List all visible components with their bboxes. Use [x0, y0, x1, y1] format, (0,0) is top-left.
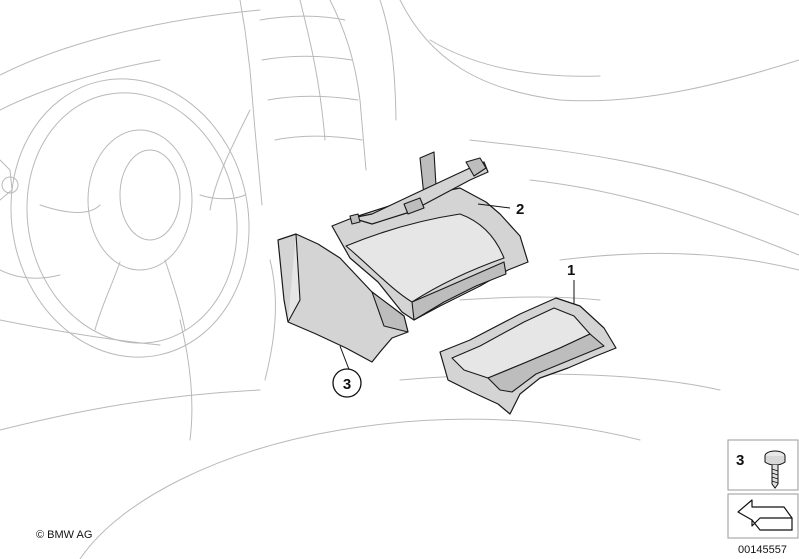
leader-line-3	[339, 345, 351, 373]
copyright-text: © BMW AG	[36, 529, 92, 541]
callout-label-3: 3	[343, 376, 351, 393]
callout-label-2: 2	[516, 201, 524, 218]
part-3-side-trim-panel	[277, 233, 409, 363]
screw-icon	[764, 450, 786, 489]
legend-item-3: 3	[727, 439, 799, 491]
direction-arrow-icon	[737, 499, 793, 531]
part-1-storage-tray	[439, 297, 617, 415]
leader-line-2	[477, 203, 511, 209]
diagram-number: 00145557	[738, 544, 787, 556]
legend-item-number: 3	[736, 452, 744, 469]
part-2-upper-tray-frame	[331, 151, 529, 321]
orientation-box	[727, 493, 799, 539]
callout-label-1: 1	[567, 262, 575, 279]
callout-circle-3	[332, 368, 362, 398]
